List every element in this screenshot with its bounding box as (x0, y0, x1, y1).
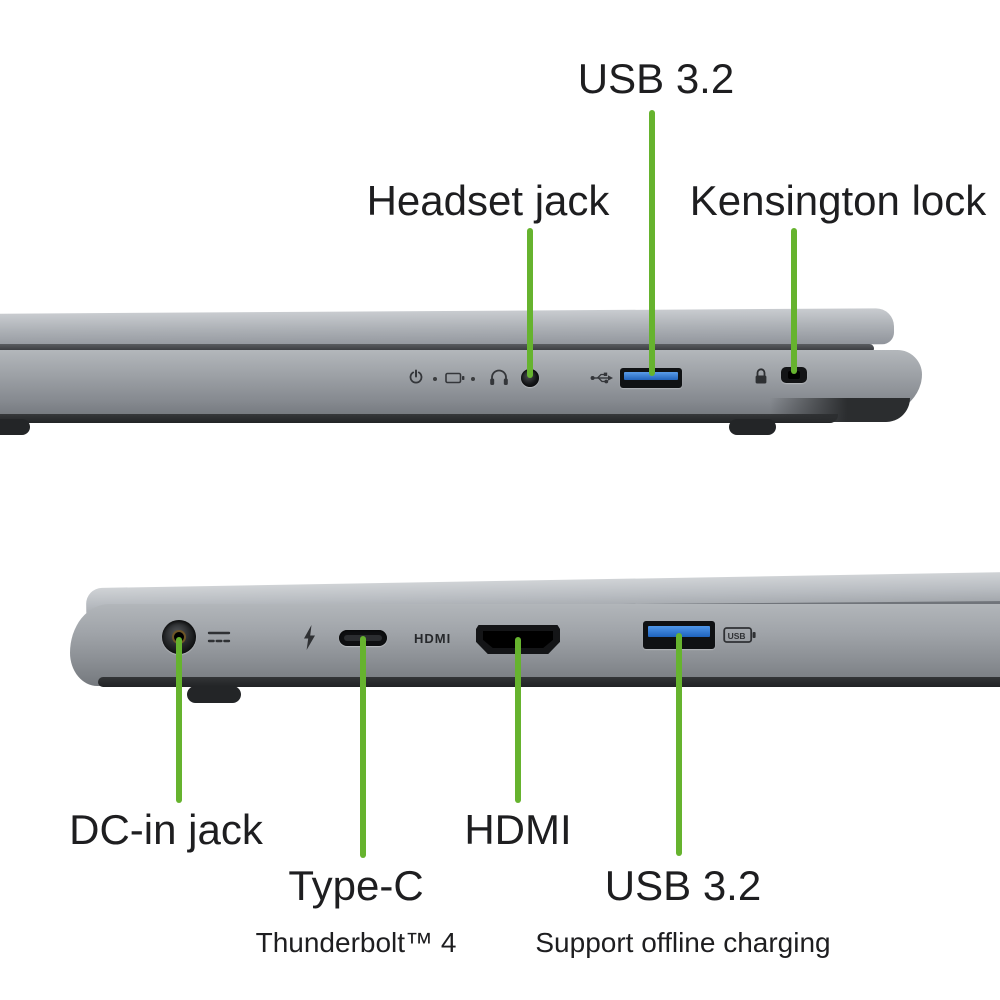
callout-label-typec: Type-C (288, 862, 424, 909)
offline-charging-icon: USB (723, 627, 756, 643)
callout-line-dcin (176, 637, 182, 803)
kensington-slot (781, 367, 807, 383)
callout-line-kensington (791, 228, 797, 374)
callout-label-dcin: DC-in jack (69, 806, 263, 853)
callout-label-kensington: Kensington lock (689, 177, 987, 224)
dc-power-icon (207, 631, 231, 643)
battery-indicator-icon (445, 372, 465, 384)
thunderbolt-icon (304, 625, 315, 650)
rubber-foot (187, 686, 241, 703)
callout-line-usb-right (649, 110, 655, 376)
usb-charging-text: USB (728, 631, 746, 641)
callout-label-usb-right: USB 3.2 (577, 55, 735, 102)
rubber-foot-left (0, 419, 30, 435)
power-indicator-icon (409, 369, 423, 384)
callout-line-usb-left (676, 633, 682, 856)
power-led (433, 377, 437, 381)
usb-trident-icon (590, 372, 613, 384)
lid-base-seam (0, 344, 874, 353)
callout-line-typec (360, 636, 366, 858)
base-bottom-edge (0, 414, 838, 423)
hdmi-marking: HDMI (414, 631, 452, 646)
callout-line-hdmi (515, 637, 521, 803)
battery-led (471, 377, 475, 381)
hinge-underside-shadow (770, 398, 910, 422)
usb-a-port-right (620, 368, 682, 388)
callout-sublabel-typec: Thunderbolt™ 4 (255, 927, 457, 958)
usb-a-tongue (648, 626, 710, 637)
callout-label-headset: Headset jack (366, 177, 610, 224)
headset-jack-port (521, 369, 539, 387)
headset-icon (490, 369, 508, 385)
callout-line-headset (527, 228, 533, 378)
callout-label-hdmi: HDMI (464, 806, 572, 853)
callout-label-usb-left: USB 3.2 (604, 862, 762, 909)
base-bottom-edge (98, 677, 1000, 687)
rubber-foot-right (729, 419, 776, 435)
kensington-lock-icon (755, 368, 767, 384)
callout-sublabel-usb-left: Support offline charging (535, 927, 831, 958)
usb-a-tongue (624, 372, 678, 380)
base-body-right-view (0, 350, 922, 422)
kensington-slot-hole (788, 371, 800, 379)
